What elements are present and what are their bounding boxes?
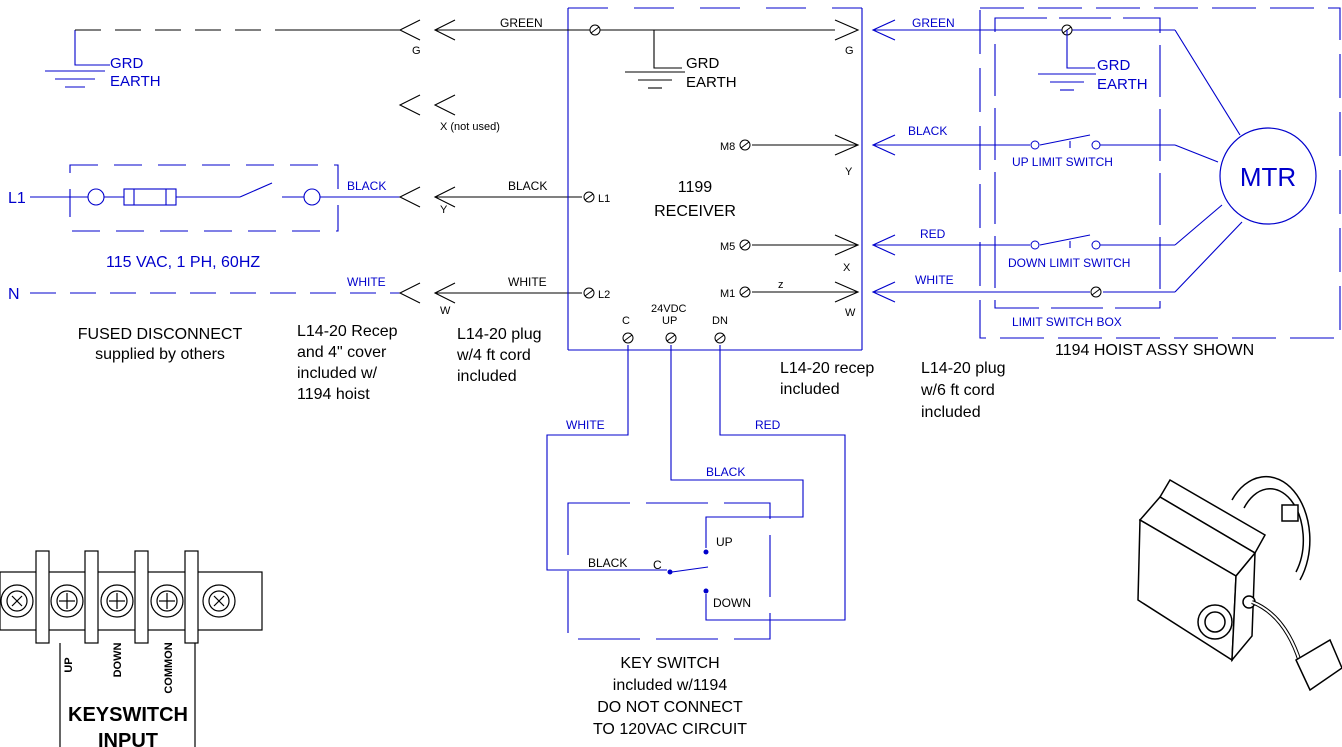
black-wire-left-label: BLACK (508, 179, 547, 193)
keyswitch-black-wire-label: BLACK (706, 465, 745, 479)
left-grd-label: GRD (110, 55, 144, 72)
pin-w-right: W (845, 307, 856, 319)
hoist-motor-box-icon (1137, 475, 1342, 692)
black-wire-right-label: BLACK (908, 124, 947, 138)
notes-group: L14-20 Recep and 4" cover included w/ 11… (297, 323, 1006, 421)
left-earth-label: EARTH (110, 73, 161, 90)
plug6-note-3: included (921, 404, 981, 421)
motor-icon (1219, 127, 1317, 225)
left-plug-connector: G GREEN X (not used) Y BLACK W WHITE (398, 16, 582, 317)
pin-y-right: Y (845, 166, 853, 178)
pin-g-right: G (845, 45, 854, 57)
receiver-box: GRD EARTH G L1 L2 1199 RECEIVER M8 Y M5 … (565, 7, 863, 351)
hoist-assembly: GRD EARTH UP LIMIT SWITCH DOWN LIMIT SWI… (873, 7, 1341, 359)
keyswitch-caption-2: included w/1194 (613, 677, 728, 694)
recep-note-3: included w/ (297, 365, 378, 382)
terminal-m8: M8 (720, 141, 735, 153)
receiver-grd-label: GRD (686, 55, 720, 72)
tb-down-label: DOWN (112, 643, 124, 678)
up-limit-switch-label: UP LIMIT SWITCH (1012, 155, 1113, 169)
disconnect-terminal-icon (303, 188, 321, 206)
terminal-m5: M5 (720, 241, 735, 253)
receiver-model: 1199 (678, 179, 713, 196)
keyswitch-caption-1: KEY SWITCH (620, 655, 719, 672)
terminal-up: UP (662, 315, 677, 327)
terminal-24vdc: 24VDC (651, 303, 687, 315)
receiver-name: RECEIVER (654, 203, 736, 220)
terminal-l1: L1 (598, 193, 610, 205)
keyswitch-black-label: BLACK (588, 556, 627, 570)
keyswitch-caption-4: TO 120VAC CIRCUIT (593, 721, 747, 738)
left-ground-group: GRD EARTH (45, 29, 400, 90)
recep-note-4: 1194 hoist (297, 386, 370, 403)
hoist-assy-box (979, 7, 1341, 339)
recep-included-2: included (780, 381, 840, 398)
hoist-caption: 1194 HOIST ASSY SHOWN (1055, 342, 1254, 359)
pin-z: z (778, 279, 784, 291)
pin-w-left: W (440, 305, 451, 317)
limit-switch-box (994, 17, 1161, 309)
limit-switch-box-label: LIMIT SWITCH BOX (1012, 315, 1122, 329)
tb-subtitle: INPUT (98, 730, 158, 747)
keyswitch-red-wire-label: RED (755, 418, 781, 432)
hoist-grd-label: GRD (1097, 57, 1131, 74)
tb-title: KEYSWITCH (68, 704, 188, 726)
motor-label: MTR (1240, 162, 1296, 192)
voltage-label: 115 VAC, 1 PH, 60HZ (106, 254, 260, 271)
terminal-dn: DN (712, 315, 728, 327)
fused-disconnect-subtitle: supplied by others (95, 346, 225, 363)
n-line-label: N (8, 286, 20, 303)
fuse-icon (123, 188, 177, 206)
hoist-earth-label: EARTH (1097, 76, 1148, 93)
fused-disconnect-group: L1 BLACK 115 VAC, 1 PH, 60HZ N WHITE FUS… (8, 164, 400, 363)
fuse-terminal-icon (87, 188, 105, 206)
tb-up-label: UP (63, 657, 75, 672)
plug6-note-1: L14-20 plug (921, 360, 1006, 377)
keyswitch-down-label: DOWN (713, 596, 751, 610)
pin-x-right: X (843, 262, 851, 274)
recep-note-1: L14-20 Recep (297, 323, 398, 340)
tb-common-label: COMMON (163, 642, 175, 693)
receiver-earth-label: EARTH (686, 74, 737, 91)
key-switch-group: WHITE BLACK RED BLACK C UP DOWN KEY SWIT… (546, 345, 846, 738)
pin-y-left: Y (440, 204, 448, 216)
terminal-m1: M1 (720, 288, 735, 300)
green-wire-right-label: GREEN (912, 16, 955, 30)
down-limit-switch-label: DOWN LIMIT SWITCH (1008, 256, 1130, 270)
terminal-c: C (622, 315, 630, 327)
disconnect-box (69, 164, 339, 232)
white-wire-left-label: WHITE (508, 275, 547, 289)
plug4-note-3: included (457, 368, 517, 385)
keyswitch-c-label: C (653, 558, 662, 572)
key-switch-box (567, 502, 771, 640)
recep-included-1: L14-20 recep (780, 360, 874, 377)
white-wire-right-label: WHITE (915, 273, 954, 287)
green-wire-left-label: GREEN (500, 16, 543, 30)
l1-line-label: L1 (8, 190, 26, 207)
pin-g-left: G (412, 45, 421, 57)
terminal-l2: L2 (598, 289, 610, 301)
keyswitch-terminal-block-icon: UP DOWN COMMON KEYSWITCH INPUT (0, 550, 263, 747)
keyswitch-caption-3: DO NOT CONNECT (597, 699, 743, 716)
red-wire-right-label: RED (920, 227, 946, 241)
plug4-note-1: L14-20 plug (457, 326, 542, 343)
keyswitch-up-label: UP (716, 535, 733, 549)
plug4-note-2: w/4 ft cord (456, 347, 531, 364)
l1-black-wire-label: BLACK (347, 179, 386, 193)
pin-x-not-used: X (not used) (440, 121, 500, 133)
fused-disconnect-title: FUSED DISCONNECT (78, 326, 243, 343)
keyswitch-white-wire-label: WHITE (566, 418, 605, 432)
right-plug-connector: GREEN BLACK RED WHITE (871, 16, 960, 303)
n-white-wire-label: WHITE (347, 275, 386, 289)
recep-note-2: and 4" cover (297, 344, 387, 361)
plug6-note-2: w/6 ft cord (920, 382, 995, 399)
